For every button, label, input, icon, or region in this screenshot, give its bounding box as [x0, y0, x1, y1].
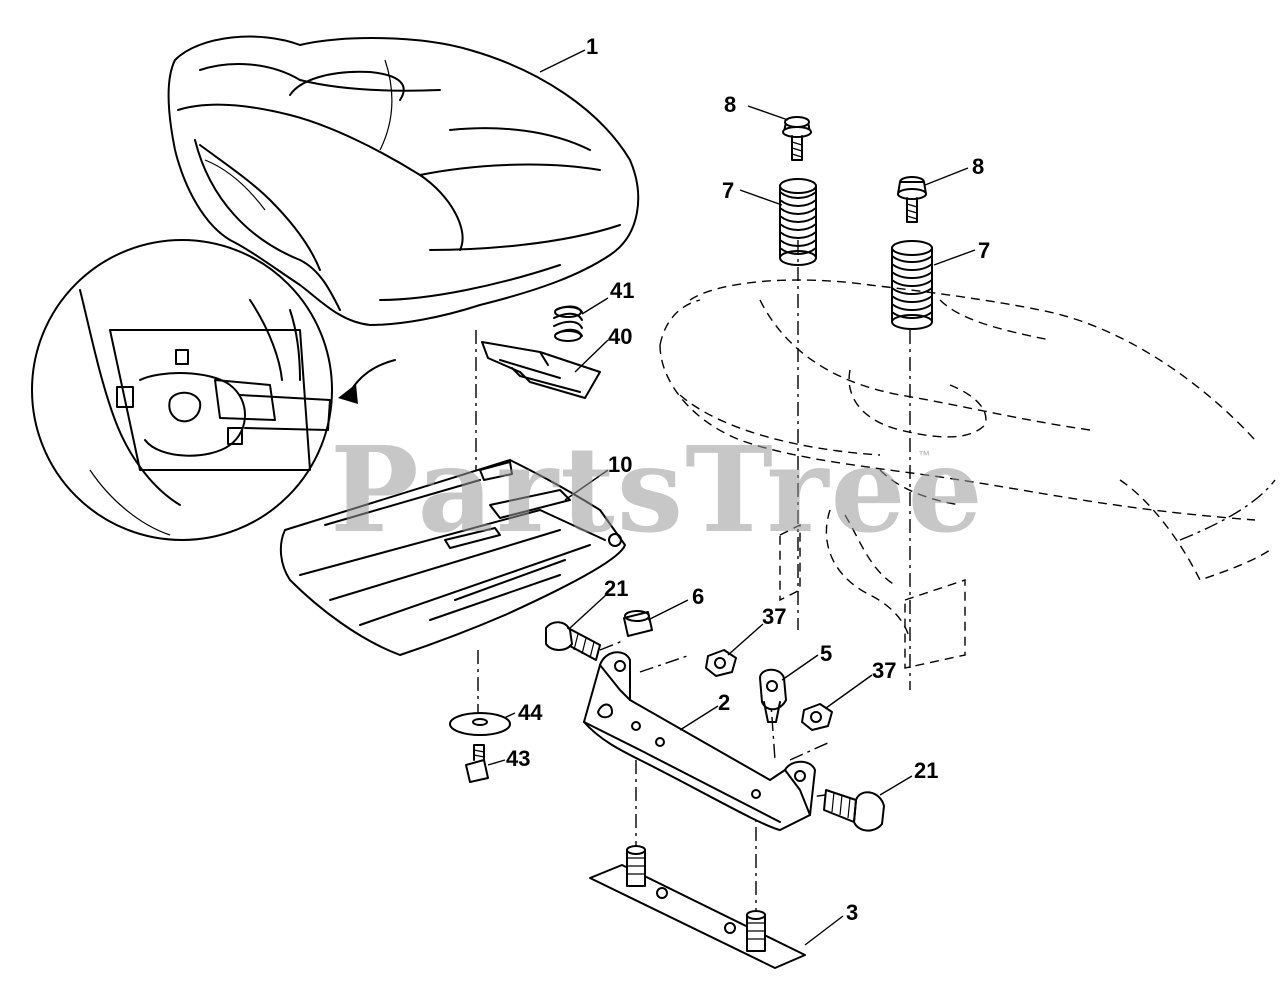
- callout-5: 5: [820, 641, 833, 666]
- nut-6: [623, 610, 653, 637]
- bolt-8-left: [782, 116, 812, 161]
- small-spring: [553, 305, 583, 342]
- seat: [167, 35, 640, 326]
- nut-37-right: [801, 703, 833, 731]
- callout-3: 3: [846, 900, 859, 925]
- callout-10: 10: [608, 452, 633, 477]
- callout-6: 6: [692, 584, 705, 609]
- shoulder-bolt-right: [823, 789, 885, 832]
- frame-outline: [659, 279, 1276, 669]
- callout-40: 40: [608, 324, 633, 349]
- callout-21-left: 21: [604, 576, 629, 601]
- bolt-43: [465, 744, 489, 783]
- shoulder-bolt-left: [545, 621, 601, 661]
- seat-pan: [279, 459, 626, 656]
- callout-37-right: 37: [872, 658, 897, 683]
- detail-view: [31, 239, 396, 541]
- nut-37-left: [705, 649, 737, 677]
- callout-43: 43: [506, 746, 531, 771]
- watermark-text: PartsTree: [330, 420, 985, 559]
- callout-21-right: 21: [914, 758, 939, 783]
- callout-37-left: 37: [762, 604, 787, 629]
- centerlines: [475, 240, 911, 910]
- leader-lines: [487, 49, 976, 946]
- callout-41: 41: [610, 278, 635, 303]
- seat-switch: [481, 341, 601, 399]
- mounting-plate: [589, 845, 806, 969]
- callout-7-left: 7: [722, 178, 735, 203]
- bolt-8-right: [897, 176, 927, 223]
- callout-44: 44: [518, 700, 543, 725]
- callout-2: 2: [718, 690, 731, 715]
- callout-1: 1: [586, 34, 599, 59]
- washer-44: [449, 712, 511, 736]
- callout-8-right: 8: [972, 154, 985, 179]
- callout-8-left: 8: [724, 92, 737, 117]
- seat-bracket: [583, 651, 816, 831]
- clip-5: [759, 668, 787, 723]
- spring-7-right: [891, 240, 933, 330]
- watermark-trademark: ™: [918, 448, 930, 462]
- callout-7-right: 7: [978, 238, 991, 263]
- spring-7-left: [779, 178, 817, 266]
